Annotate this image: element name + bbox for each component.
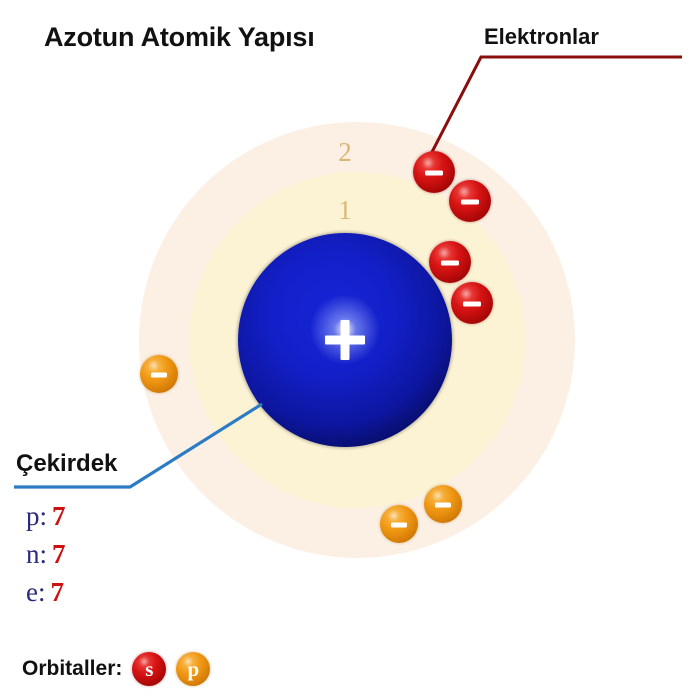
electron-shell-1	[424, 485, 462, 523]
stat-value-electrons: 7	[50, 577, 65, 607]
negative-charge-icon	[461, 199, 479, 205]
stat-row-electrons: e:7	[26, 573, 66, 611]
shell-number-1: 1	[338, 195, 352, 225]
electron-shell-2	[429, 241, 471, 283]
negative-charge-icon	[435, 502, 451, 508]
electron-shell-2	[451, 282, 493, 324]
stat-key-neutrons: n:	[26, 539, 48, 569]
orbital-badge-p-label: p	[187, 656, 200, 681]
orbital-badge-p: p	[176, 652, 211, 686]
stat-value-protons: 7	[52, 501, 66, 531]
electron-shell-1	[380, 505, 418, 543]
stat-row-protons: p:7	[26, 497, 66, 535]
negative-charge-icon	[425, 170, 443, 176]
orbitals-legend: Orbitaller: s p	[22, 652, 211, 686]
nucleus-callout-label: Çekirdek	[16, 450, 118, 477]
negative-charge-icon	[463, 301, 481, 307]
stat-key-protons: p:	[26, 501, 48, 531]
electron-shell-1	[140, 355, 178, 393]
stat-value-neutrons: 7	[52, 539, 66, 569]
negative-charge-icon	[151, 372, 167, 378]
electron-shell-2	[413, 151, 455, 193]
negative-charge-icon	[441, 260, 459, 266]
nucleus-stats: p:7 n:7 e:7	[26, 497, 66, 611]
shell-number-2: 2	[338, 137, 352, 167]
page-title: Azotun Atomik Yapısı	[44, 22, 315, 52]
stat-row-neutrons: n:7	[26, 535, 66, 573]
stat-key-electrons: e:	[26, 577, 46, 607]
orbitals-legend-label: Orbitaller:	[22, 657, 123, 680]
electron-shell-2	[449, 180, 491, 222]
orbital-badge-s: s	[132, 652, 167, 686]
electrons-callout-label: Elektronlar	[484, 24, 599, 49]
positive-charge-icon	[325, 320, 365, 360]
nucleus	[238, 233, 452, 447]
negative-charge-icon	[391, 522, 407, 528]
orbital-badge-s-label: s	[145, 656, 154, 681]
